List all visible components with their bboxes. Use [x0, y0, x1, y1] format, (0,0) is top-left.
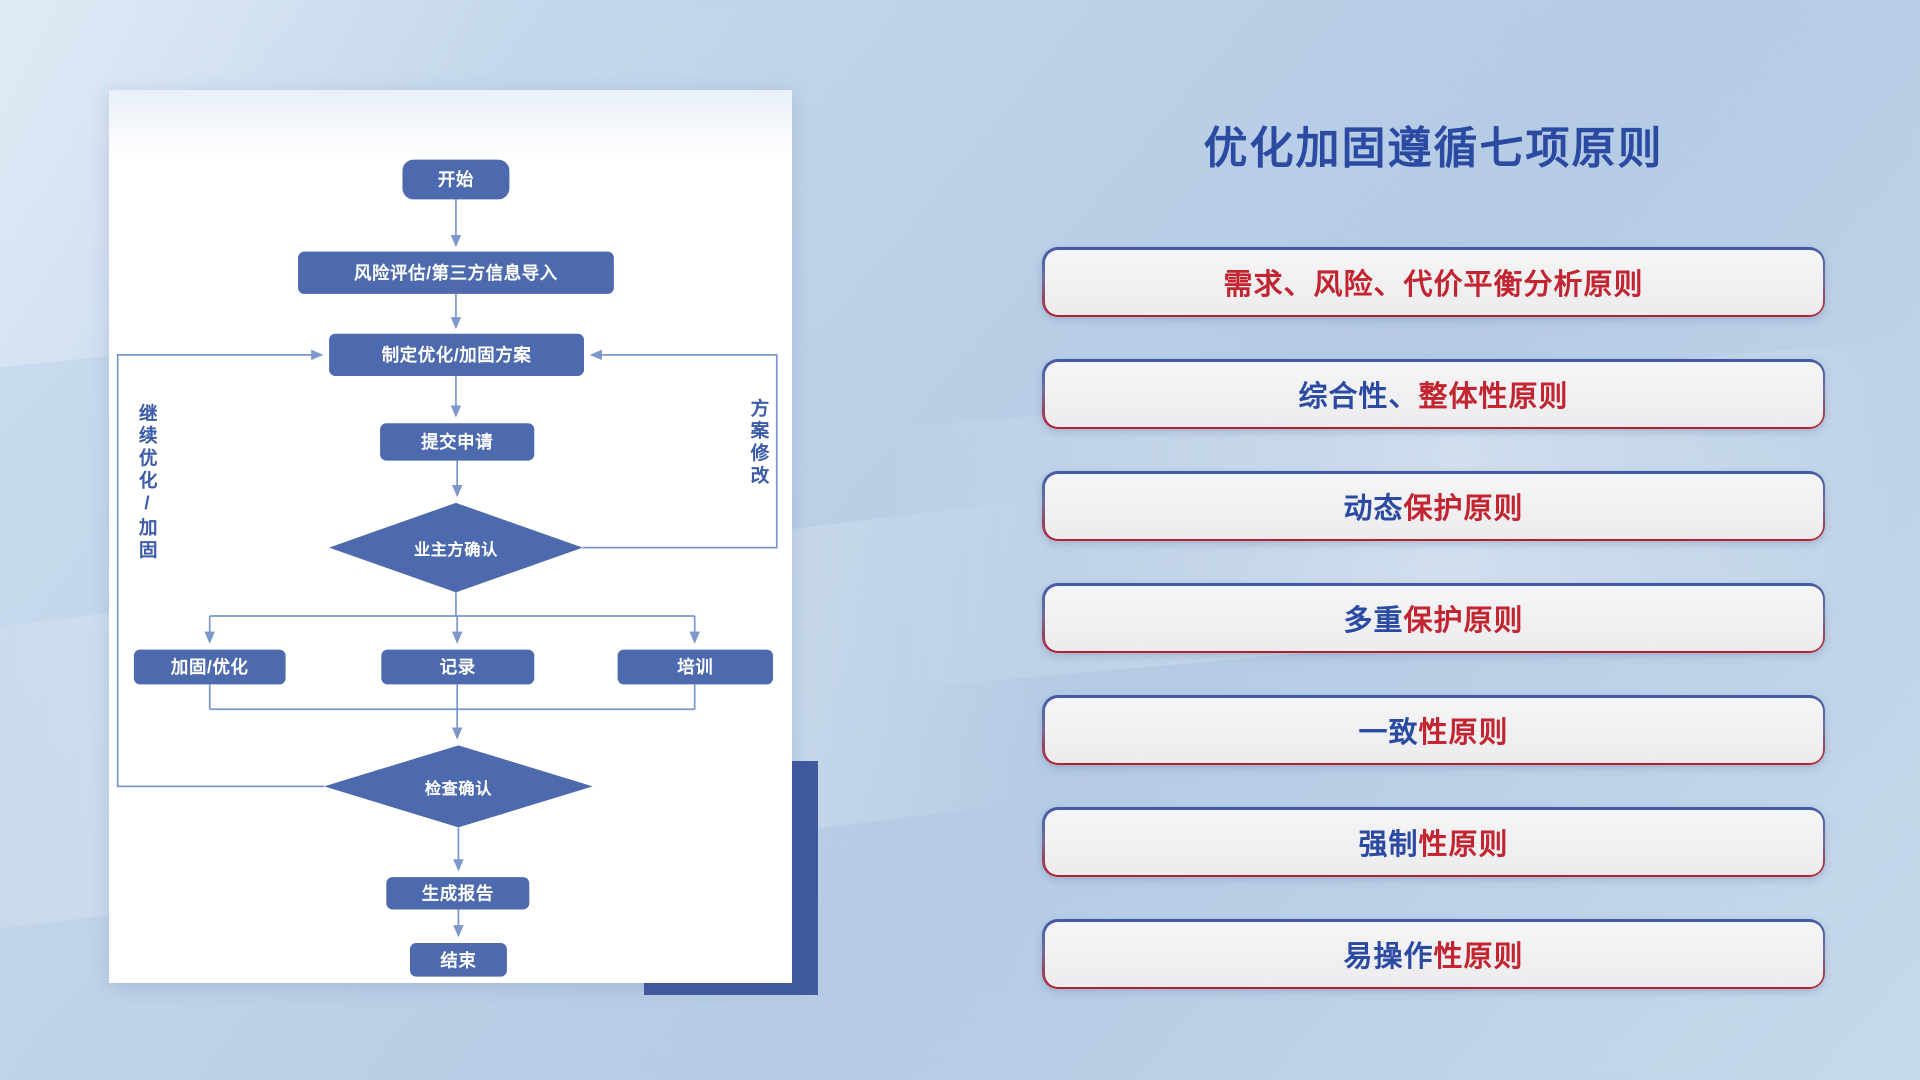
- connector-plan-revise-loop: [582, 349, 778, 549]
- flow-node-make-plan: 制定优化/加固方案: [329, 333, 585, 377]
- panel-title: 优化加固遵循七项原则: [1203, 124, 1664, 173]
- principle-segment-blue: 强制: [1358, 829, 1419, 861]
- flowchart-card: 开始 风险评估/第三方信息导入 制定优化/加固方案 提交申请 业主方确认 加固/…: [109, 90, 792, 983]
- flow-node-reinforce: 加固/优化: [133, 649, 286, 685]
- principle-text: 强制性原则: [1044, 809, 1823, 875]
- flowchart: 开始 风险评估/第三方信息导入 制定优化/加固方案 提交申请 业主方确认 加固/…: [109, 90, 792, 983]
- principle-text: 动态保护原则: [1044, 473, 1823, 539]
- principle-segment-blue: 动态: [1343, 493, 1404, 525]
- principle-pill: 易操作性原则: [1042, 919, 1825, 989]
- principle-segment-blue: 多重: [1343, 605, 1404, 637]
- flow-node-record: 记录: [381, 649, 535, 685]
- principle-text: 一致性原则: [1044, 697, 1823, 763]
- principle-text: 需求、风险、代价平衡分析原则: [1044, 249, 1823, 315]
- flow-connectors: [116, 199, 778, 938]
- flow-node-start: 开始: [402, 159, 510, 200]
- principle-pill: 多重保护原则: [1042, 583, 1825, 653]
- connector-split-line: [209, 592, 695, 617]
- principle-text: 多重保护原则: [1044, 585, 1823, 651]
- principle-segment-red: 需求、风险、代价平衡分析原则: [1223, 269, 1644, 301]
- flow-node-end: 结束: [409, 943, 507, 977]
- principle-pill: 综合性、整体性原则: [1042, 359, 1825, 429]
- principle-pill: 强制性原则: [1042, 807, 1825, 877]
- principle-segment-red: 性原则: [1433, 941, 1524, 973]
- principle-pill: 动态保护原则: [1042, 471, 1825, 541]
- principle-segment-blue: 一致: [1358, 717, 1419, 749]
- principle-text: 综合性、整体性原则: [1044, 361, 1823, 427]
- principle-text: 易操作性原则: [1044, 921, 1823, 987]
- connector-continue-loop: [116, 349, 325, 788]
- principle-segment-red: 保护原则: [1403, 605, 1524, 637]
- principle-segment-blue: 综合性、: [1298, 381, 1419, 413]
- principle-segment-red: 整体性原则: [1418, 381, 1569, 413]
- principles-list: 需求、风险、代价平衡分析原则 综合性、整体性原则 动态保护原则 多重保护原则 一…: [1042, 247, 1825, 989]
- principle-segment-red: 保护原则: [1403, 493, 1524, 525]
- principle-segment-red: 性原则: [1418, 829, 1509, 861]
- flow-node-report: 生成报告: [386, 877, 530, 910]
- connector-merge-line: [208, 684, 696, 711]
- flow-node-training: 培训: [617, 649, 774, 685]
- flow-label-plan-revise: 方案修改: [748, 398, 770, 488]
- principle-pill: 需求、风险、代价平衡分析原则: [1042, 247, 1825, 317]
- principle-pill: 一致性原则: [1042, 695, 1825, 765]
- flow-node-risk-import: 风险评估/第三方信息导入: [298, 251, 614, 294]
- flow-label-continue-loop: 继续优化/加固: [136, 403, 158, 563]
- flow-node-submit: 提交申请: [380, 423, 535, 461]
- principle-segment-blue: 易操作: [1343, 941, 1434, 973]
- principle-segment-red: 性原则: [1418, 717, 1509, 749]
